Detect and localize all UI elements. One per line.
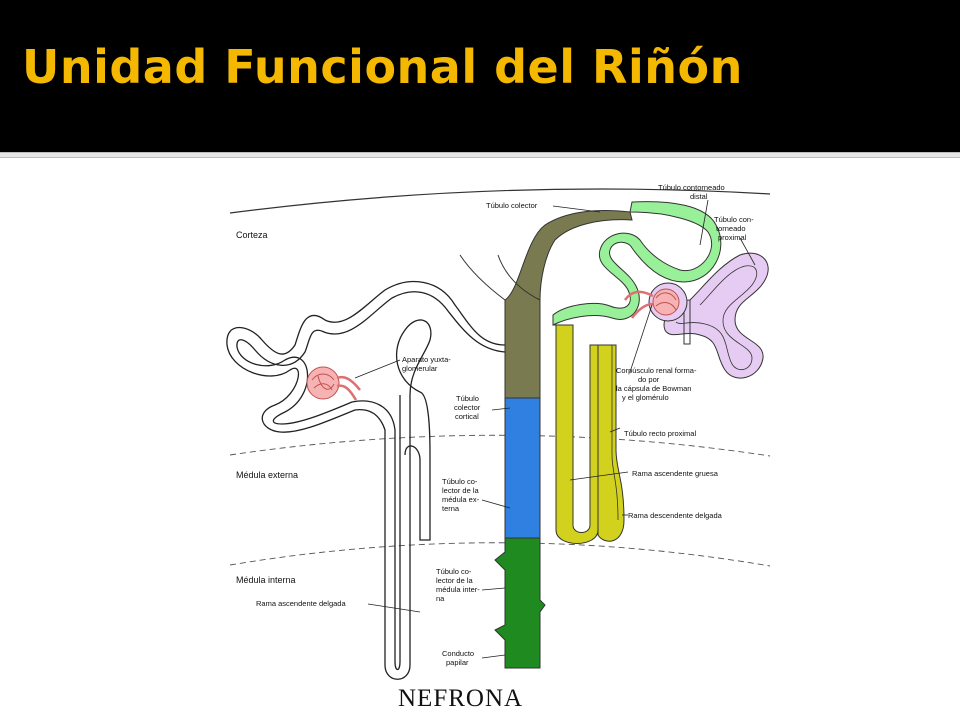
leader-lines [354, 199, 756, 659]
collecting-duct-side-branch [459, 254, 541, 301]
label-rama-descendente-delgada: Rama descendente delgada [628, 511, 723, 520]
label-tubulo-contorneado-proximal: Túbulo con- torneado proximal [714, 215, 756, 242]
left-nephron-loop [226, 280, 506, 680]
collecting-duct-outer-medulla [504, 397, 541, 539]
label-tubulo-colector-cortical: Túbulo colector cortical [454, 394, 482, 421]
left-nephron [226, 280, 506, 680]
proximal-tubule-connection [683, 300, 691, 345]
thick-ascending-limb [553, 324, 599, 544]
label-conducto-papilar: Conducto papilar [442, 649, 476, 667]
title-divider [0, 152, 960, 158]
label-rama-ascendente-delgada: Rama ascendente delgada [256, 599, 346, 608]
cortex-surface-line [229, 188, 771, 214]
distal-convoluted-tubule [552, 201, 722, 326]
outer-inner-medulla-boundary [229, 542, 771, 567]
cortex-medulla-boundary [229, 434, 771, 457]
straight-proximal-tubule [596, 344, 625, 542]
zone-label-medula-interna: Médula interna [236, 575, 296, 585]
proximal-tubule-inner-path [675, 265, 758, 371]
left-nephron-upper-loop [395, 319, 432, 541]
collecting-duct [459, 210, 633, 669]
label-tubulo-recto-proximal: Túbulo recto proximal [624, 429, 696, 438]
proximal-convoluted-tubule [663, 252, 769, 379]
label-tubulo-colector-medula-interna: Túbulo co- lector de la médula inter- na [436, 567, 482, 603]
label-rama-ascendente-gruesa: Rama ascendente gruesa [632, 469, 719, 478]
right-glomerulus [623, 282, 688, 322]
slide-title: Unidad Funcional del Riñón [22, 40, 743, 94]
left-glomerulus [306, 366, 361, 401]
zone-label-medula-externa: Médula externa [236, 470, 298, 480]
collecting-duct-inner-medulla [494, 537, 546, 669]
label-tubulo-contorneado-distal: Túbulo contorneado distal [658, 183, 727, 201]
left-nephron-loop-inner [236, 291, 506, 671]
diagram-caption: NEFRONA [398, 685, 523, 712]
label-aparato-yuxtaglomerular: Aparato yuxta- glomerular [402, 355, 453, 373]
collecting-duct-cortical [504, 210, 633, 399]
descending-thin-limb [611, 345, 619, 521]
label-tubulo-colector-medula-externa: Túbulo co- lector de la médula ex- terna [442, 477, 481, 513]
zone-label-corteza: Corteza [236, 230, 268, 240]
title-bar: Unidad Funcional del Riñón [0, 0, 960, 152]
label-tubulo-colector: Túbulo colector [486, 201, 538, 210]
label-corpusculo-renal: Corpúsculo renal forma- do por la cápsul… [616, 366, 699, 402]
